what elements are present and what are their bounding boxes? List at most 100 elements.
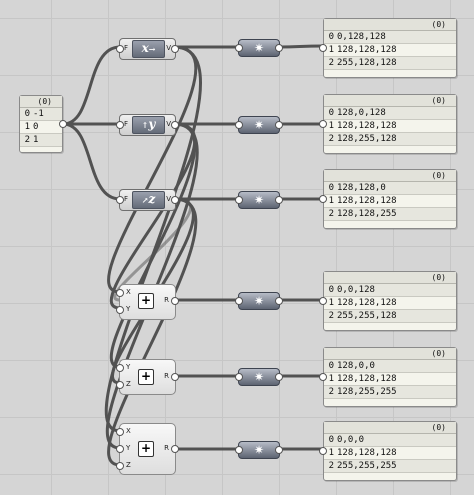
unit-y-icon: ↑y — [132, 116, 165, 134]
gear-icon: ✷ — [253, 118, 265, 132]
unit-z-component[interactable]: F ↗z V — [116, 189, 179, 211]
output-port[interactable] — [275, 373, 283, 381]
input-port[interactable] — [319, 297, 327, 305]
gear-icon: ✷ — [253, 294, 265, 308]
input-port[interactable] — [319, 120, 327, 128]
wire — [277, 44, 325, 49]
panel-header: (0) — [324, 422, 456, 434]
colour-capsule[interactable]: ✷ — [235, 292, 283, 310]
colour-capsule[interactable]: ✷ — [235, 116, 283, 134]
panel-header: (0) — [324, 170, 456, 182]
colour-capsule[interactable]: ✷ — [235, 191, 283, 209]
panel-header: (0) — [324, 95, 456, 107]
unit-y-component[interactable]: F ↑y V — [116, 114, 179, 136]
panel-header: (0) — [324, 348, 456, 360]
input-port[interactable] — [116, 462, 124, 470]
input-port[interactable] — [319, 195, 327, 203]
input-port[interactable] — [319, 447, 327, 455]
output-label: V — [166, 195, 171, 203]
output-port[interactable] — [171, 121, 179, 129]
wire — [107, 197, 198, 467]
gear-icon: ✷ — [253, 370, 265, 384]
unit-x-icon: x→ — [132, 40, 165, 58]
input-label: F — [124, 195, 129, 203]
colour-capsule[interactable]: ✷ — [235, 441, 283, 459]
output-port[interactable] — [171, 297, 179, 305]
output-port[interactable] — [275, 44, 283, 52]
colour-capsule[interactable]: ✷ — [235, 368, 283, 386]
input-label: F — [124, 120, 129, 128]
input-port[interactable] — [116, 196, 124, 204]
output-port[interactable] — [171, 196, 179, 204]
add-xy-component[interactable]: X Y + R — [116, 284, 179, 320]
input-port[interactable] — [116, 306, 124, 314]
input-port[interactable] — [319, 44, 327, 52]
input-y-label: Y — [126, 305, 131, 313]
input-port[interactable] — [319, 373, 327, 381]
input-port[interactable] — [116, 364, 124, 372]
output-port[interactable] — [275, 196, 283, 204]
wire — [113, 197, 193, 302]
output-port[interactable] — [171, 445, 179, 453]
input-port[interactable] — [116, 289, 124, 297]
addition-icon: + — [138, 441, 154, 457]
input-port[interactable] — [235, 373, 243, 381]
input-port[interactable] — [235, 196, 243, 204]
output-port[interactable] — [59, 120, 67, 128]
input-label: F — [124, 44, 129, 52]
input-port[interactable] — [116, 381, 124, 389]
add-yz-component[interactable]: Y Z + R — [116, 359, 179, 395]
list-item: 0-1 — [20, 108, 62, 121]
input-port[interactable] — [116, 428, 124, 436]
panel-header: (0) — [324, 19, 456, 31]
input-port[interactable] — [116, 45, 124, 53]
output-r-label: R — [164, 296, 169, 304]
colour-capsule[interactable]: ✷ — [235, 39, 283, 57]
input-port[interactable] — [235, 297, 243, 305]
wire — [61, 122, 122, 201]
input-port[interactable] — [116, 445, 124, 453]
input-port[interactable] — [235, 446, 243, 454]
output-port[interactable] — [275, 446, 283, 454]
add-xyz-component[interactable]: X Y Z + R — [116, 423, 179, 475]
unit-x-component[interactable]: F x→ V — [116, 38, 179, 60]
input-port[interactable] — [116, 121, 124, 129]
input-port[interactable] — [235, 44, 243, 52]
output-port[interactable] — [275, 297, 283, 305]
output-port[interactable] — [171, 373, 179, 381]
wire — [109, 122, 197, 369]
output-port[interactable] — [275, 121, 283, 129]
input-y-label: Y — [126, 363, 131, 371]
gear-icon: ✷ — [253, 193, 265, 207]
input-port[interactable] — [235, 121, 243, 129]
output-label: V — [166, 44, 171, 52]
output-port[interactable] — [171, 45, 179, 53]
output-r-label: R — [164, 372, 169, 380]
gear-icon: ✷ — [253, 443, 265, 457]
